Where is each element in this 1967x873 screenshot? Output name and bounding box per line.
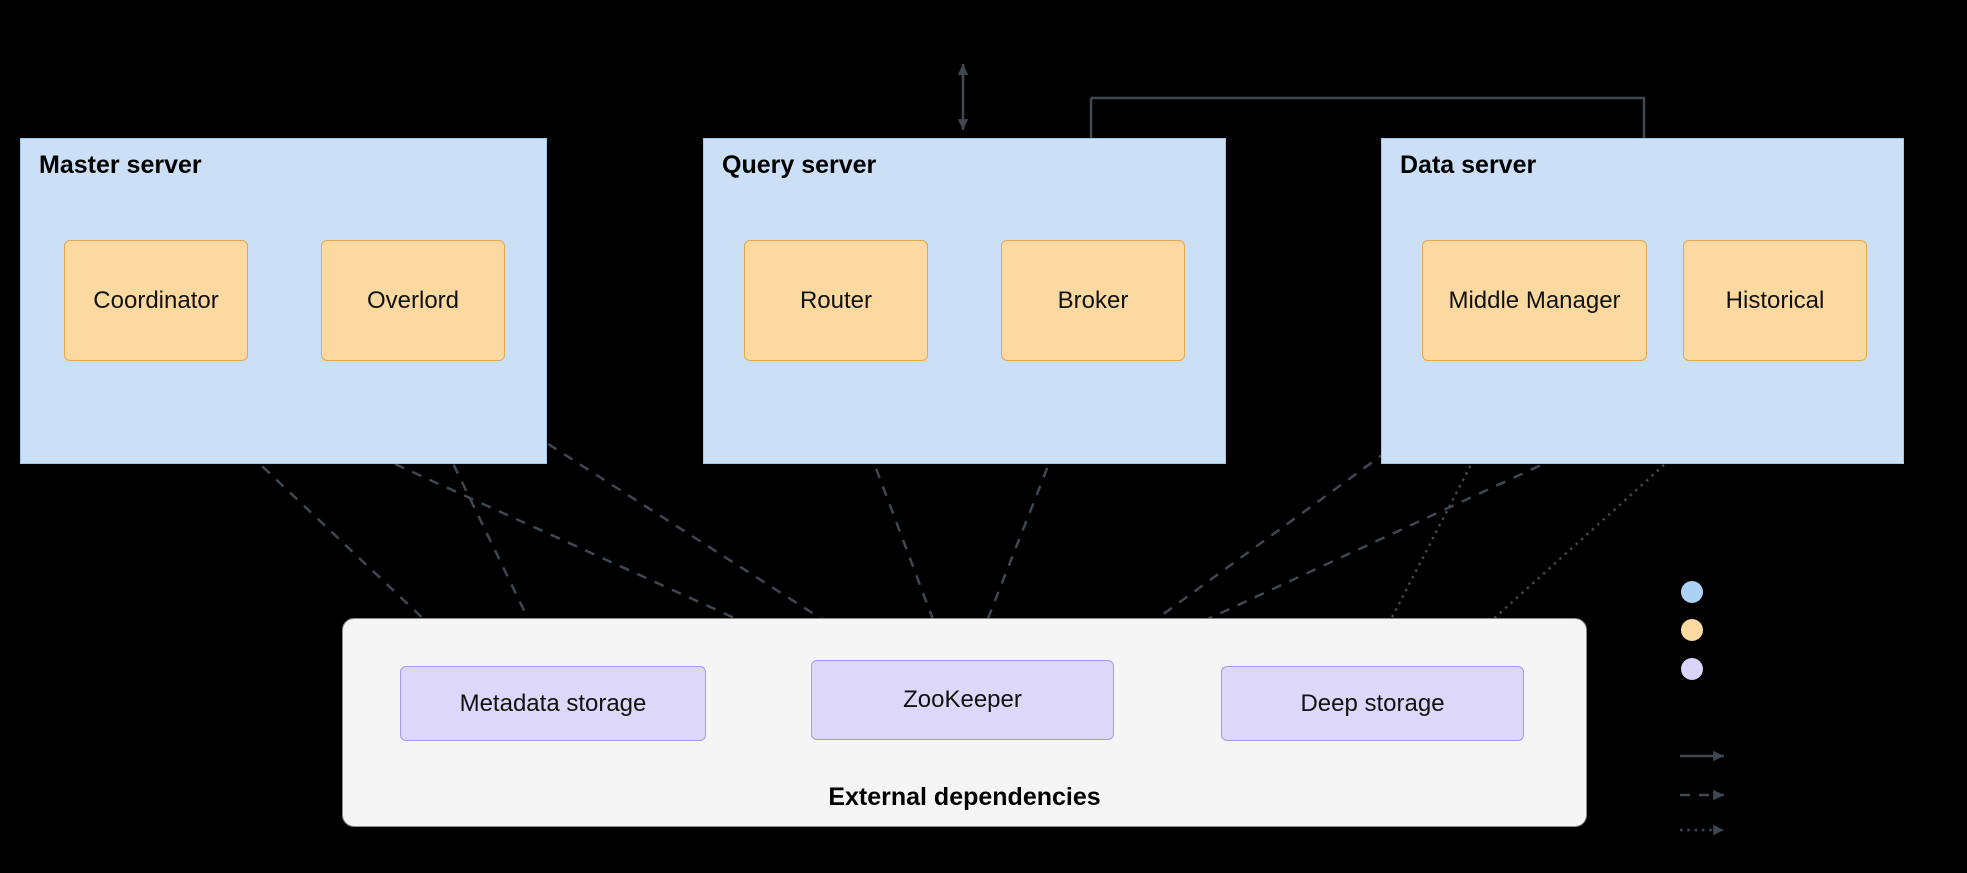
query-server-group: Query server Router Broker [703,138,1226,464]
metadata-storage-label: Metadata storage [459,689,647,717]
legend-process-dot [1681,619,1703,641]
zookeeper-label: ZooKeeper [903,686,1022,713]
broker-zookeeper-arrow [972,361,1091,655]
middle-manager-box: Middle Manager [1422,240,1647,361]
data-server-title: Data server [1400,151,1537,179]
external-dependencies-group: Metadata storage ZooKeeper Deep storage … [342,618,1587,827]
overlord-box: Overlord [321,240,505,361]
router-box: Router [744,240,928,361]
master-server-title: Master server [39,151,202,179]
deep-storage-label: Deep storage [1300,689,1445,717]
master-server-group: Master server Coordinator Overlord [20,138,547,464]
overlord-zookeeper-arrow [419,360,879,657]
query-server-title: Query server [722,151,877,179]
legend-server-dot [1681,581,1703,603]
broker-box: Broker [1001,240,1185,361]
middle-manager-label: Middle Manager [1448,286,1621,314]
historical-label: Historical [1725,286,1825,314]
coordinator-box: Coordinator [64,240,248,361]
middle-manager-deep-storage-arrow [1368,361,1526,661]
overlord-label: Overlord [366,286,460,314]
metadata-storage-box: Metadata storage [400,666,706,741]
zookeeper-box: ZooKeeper [811,660,1114,740]
external-dependencies-title: External dependencies [828,783,1101,811]
coordinator-label: Coordinator [93,286,219,314]
deep-storage-box: Deep storage [1221,666,1524,741]
broker-label: Broker [1057,286,1129,314]
router-zookeeper-arrow [834,361,948,655]
historical-box: Historical [1683,240,1867,361]
router-label: Router [799,286,873,314]
legend-external-dot [1681,658,1703,680]
data-server-group: Data server Middle Manager Historical [1381,138,1904,464]
